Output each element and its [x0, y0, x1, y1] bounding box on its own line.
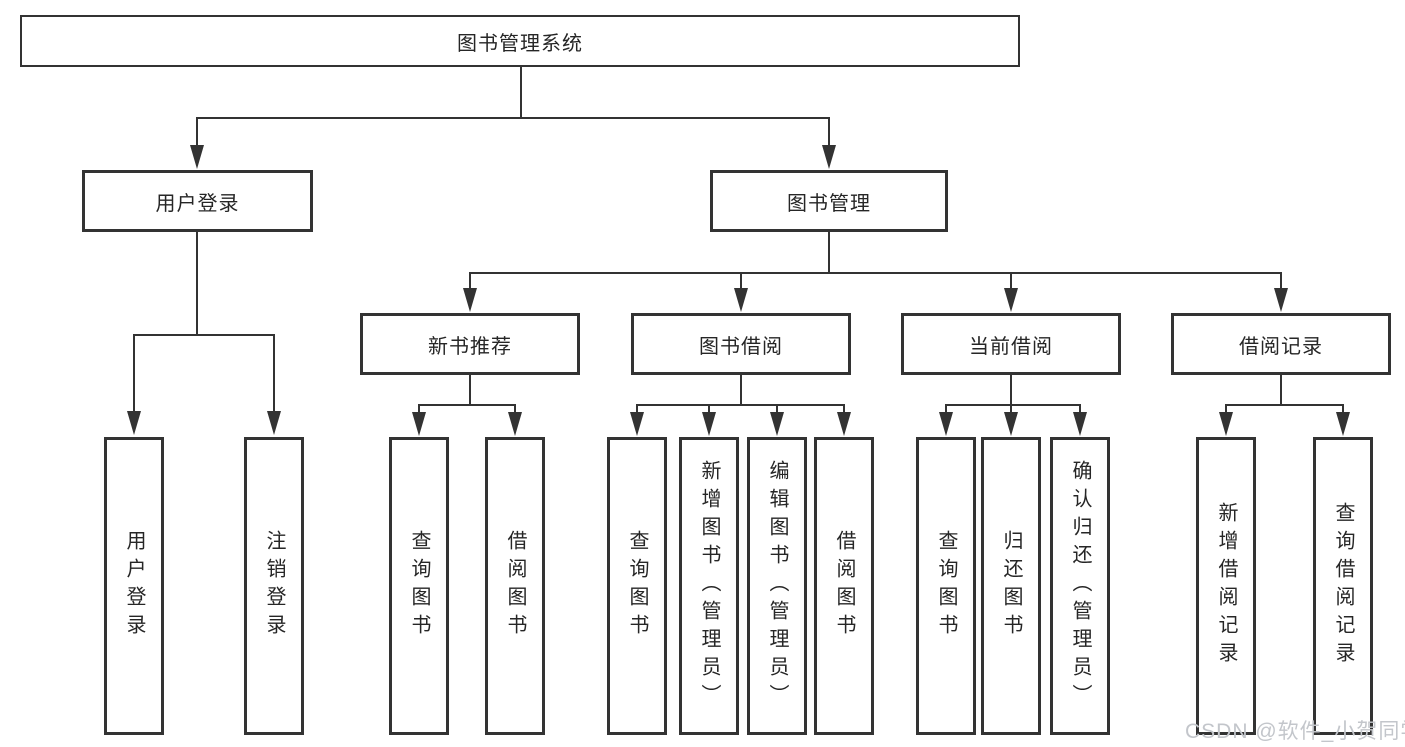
node-root-label: 图书管理系统	[457, 32, 583, 55]
node-book-management-label: 图书管理	[787, 192, 871, 215]
leaf-add-books-admin-label: 新增图书（管理员）	[698, 460, 720, 712]
leaf-edit-books-admin: 编辑图书（管理员）	[747, 437, 807, 735]
leaf-borrow-books-newbook: 借阅图书	[485, 437, 545, 735]
connector-login-branch	[133, 230, 275, 415]
node-book-borrowing-label: 图书借阅	[699, 335, 783, 358]
node-new-book-recommend-label: 新书推荐	[428, 335, 512, 358]
leaf-return-books-label: 归还图书	[1000, 530, 1022, 642]
leaf-borrow-books-newbook-label: 借阅图书	[504, 530, 526, 642]
node-borrowing-records-label: 借阅记录	[1239, 335, 1323, 358]
node-new-book-recommend: 新书推荐	[360, 313, 580, 375]
leaf-query-books-newbook-label: 查询图书	[408, 530, 430, 642]
leaf-confirm-return-admin-label: 确认归还（管理员）	[1069, 460, 1091, 712]
leaf-edit-books-admin-label: 编辑图书（管理员）	[766, 460, 788, 712]
leaf-add-borrow-record: 新增借阅记录	[1196, 437, 1256, 735]
connector-mgmt-branch	[469, 230, 1282, 292]
connector-newbook-branch	[418, 373, 516, 416]
leaf-logout-label: 注销登录	[263, 530, 285, 642]
leaf-user-login-label: 用户登录	[123, 530, 145, 642]
leaf-confirm-return-admin: 确认归还（管理员）	[1050, 437, 1110, 735]
leaf-logout: 注销登录	[244, 437, 304, 735]
leaf-borrow-books-borrow: 借阅图书	[814, 437, 874, 735]
node-root-system: 图书管理系统	[20, 15, 1020, 67]
node-user-login: 用户登录	[82, 170, 313, 232]
leaf-query-books-borrow: 查询图书	[607, 437, 667, 735]
connector-records-branch	[1225, 373, 1344, 416]
node-current-borrowing: 当前借阅	[901, 313, 1121, 375]
leaf-query-books-current-label: 查询图书	[935, 530, 957, 642]
node-user-login-label: 用户登录	[155, 192, 240, 215]
leaf-query-borrow-record: 查询借阅记录	[1313, 437, 1373, 735]
node-borrowing-records: 借阅记录	[1171, 313, 1391, 375]
node-current-borrowing-label: 当前借阅	[969, 335, 1053, 358]
leaf-return-books: 归还图书	[981, 437, 1041, 735]
leaf-query-books-newbook: 查询图书	[389, 437, 449, 735]
connector-current-branch	[945, 373, 1081, 416]
leaf-query-books-current: 查询图书	[916, 437, 976, 735]
connector-root	[196, 64, 830, 150]
leaf-add-books-admin: 新增图书（管理员）	[679, 437, 739, 735]
leaf-add-borrow-record-label: 新增借阅记录	[1215, 502, 1237, 670]
leaf-borrow-books-borrow-label: 借阅图书	[833, 530, 855, 642]
csdn-watermark: CSDN @软件_小贺同学	[1185, 720, 1405, 743]
leaf-query-books-borrow-label: 查询图书	[626, 530, 648, 642]
leaf-user-login: 用户登录	[104, 437, 164, 735]
leaf-query-borrow-record-label: 查询借阅记录	[1332, 502, 1354, 670]
connector-borrow-branch	[636, 373, 845, 416]
node-book-management: 图书管理	[710, 170, 948, 232]
node-book-borrowing: 图书借阅	[631, 313, 851, 375]
